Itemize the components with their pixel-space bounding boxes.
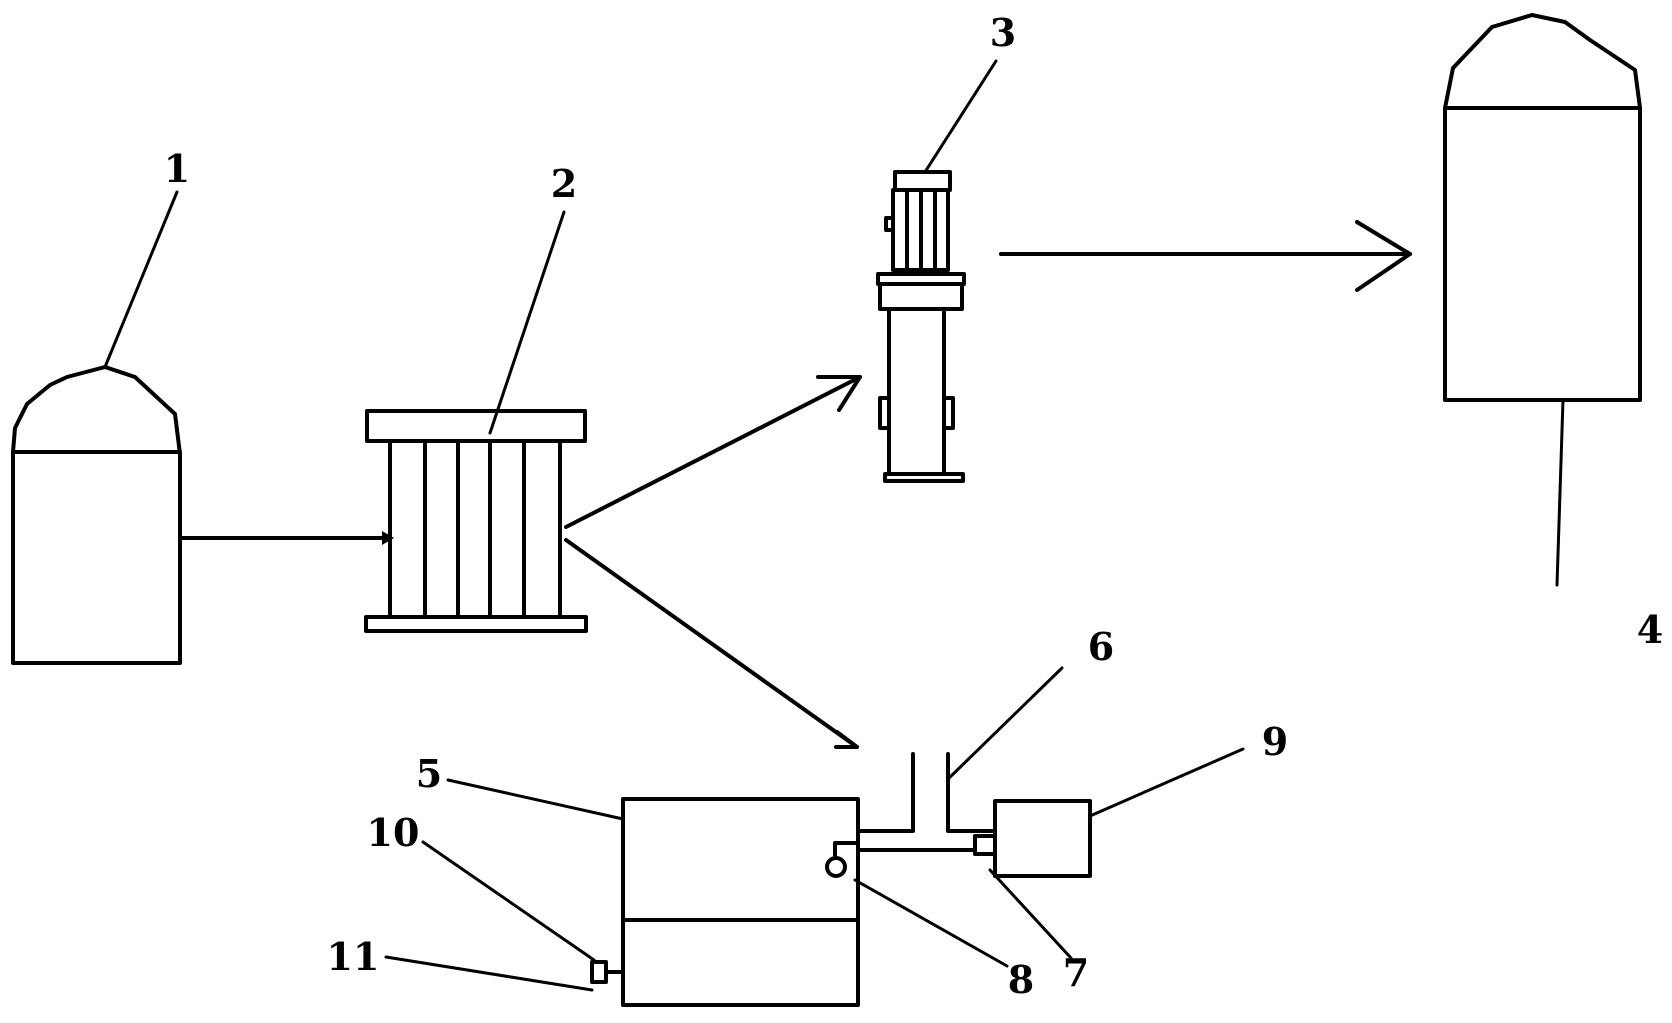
valve-8 bbox=[825, 841, 860, 878]
pipe-1-to-2 bbox=[178, 531, 394, 545]
leader-10 bbox=[421, 840, 596, 962]
label-10: 10 bbox=[367, 810, 420, 855]
label-9: 9 bbox=[1262, 719, 1288, 764]
pipe-2-to-3 bbox=[564, 375, 862, 529]
leader-2 bbox=[488, 210, 566, 435]
label-6: 6 bbox=[1088, 624, 1114, 669]
leader-lines bbox=[103, 59, 1565, 992]
leader-6 bbox=[946, 666, 1064, 781]
leader-5 bbox=[446, 778, 625, 821]
tank-1 bbox=[11, 365, 182, 665]
label-11: 11 bbox=[327, 934, 380, 979]
tank-4 bbox=[1443, 13, 1642, 402]
label-5: 5 bbox=[416, 751, 442, 796]
label-2: 2 bbox=[551, 161, 577, 206]
pipe-2-to-5 bbox=[564, 538, 859, 749]
pump-3 bbox=[876, 170, 966, 483]
leader-7 bbox=[988, 868, 1073, 960]
leader-9 bbox=[1088, 747, 1245, 818]
labels: 1 2 3 4 5 6 7 8 9 10 11 bbox=[164, 10, 1663, 1002]
label-8: 8 bbox=[1008, 957, 1034, 1002]
unit-9 bbox=[993, 799, 1092, 878]
label-3: 3 bbox=[990, 10, 1016, 55]
label-4: 4 bbox=[1637, 607, 1663, 652]
leader-11 bbox=[384, 955, 594, 992]
leader-1 bbox=[103, 190, 179, 369]
tank-5 bbox=[590, 797, 860, 1007]
label-7: 7 bbox=[1063, 950, 1089, 995]
leader-3 bbox=[923, 59, 998, 174]
leader-8 bbox=[853, 878, 1009, 968]
connector-7 bbox=[973, 834, 997, 856]
leader-4 bbox=[1555, 398, 1565, 587]
pipe-3-to-4 bbox=[999, 220, 1412, 292]
label-1: 1 bbox=[164, 146, 190, 191]
filter-2 bbox=[364, 409, 588, 633]
